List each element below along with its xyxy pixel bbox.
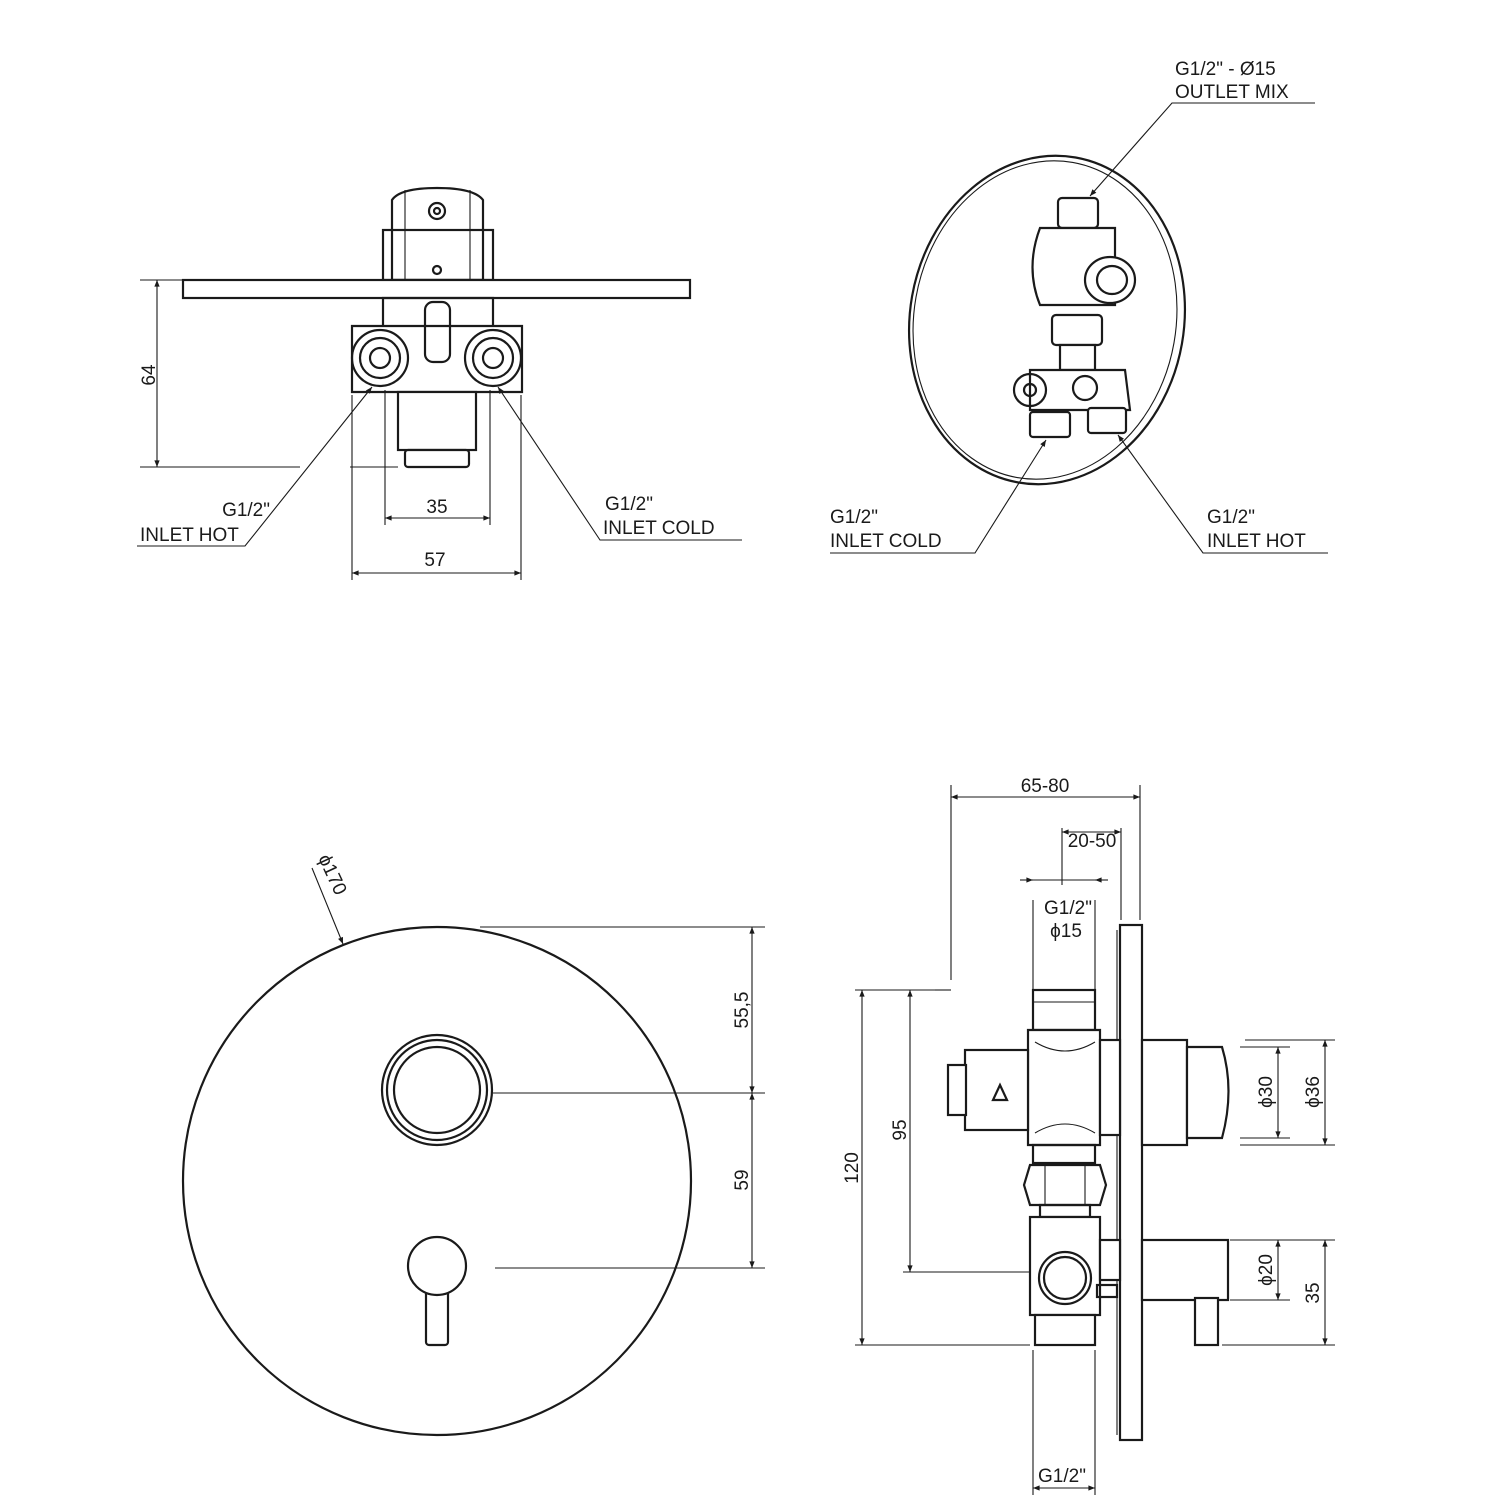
top-diameter-label: ϕ15	[1050, 921, 1082, 942]
dim-outlet-to-inlet-label: 95	[890, 1119, 911, 1140]
dimension-57: 57	[351, 395, 522, 580]
valve-body-rear	[1012, 196, 1137, 439]
diverter-lever	[406, 1235, 468, 1347]
inlet-cold-thread: G1/2"	[830, 507, 878, 528]
rear-plate	[907, 154, 1187, 486]
dim-inlet-spacing-label: 35	[426, 497, 447, 518]
rear-view: G1/2" - Ø15 OUTLET MIX G1/2" INLET COLD …	[830, 59, 1328, 554]
cover-plate	[181, 925, 693, 1437]
callout-inlet-cold: G1/2" INLET COLD	[497, 386, 742, 541]
dim-knob-outer-label: ϕ36	[1303, 1076, 1324, 1108]
outlet-mix-thread: G1/2" - Ø15	[1175, 59, 1276, 80]
dim-knob-to-lever-label: 59	[732, 1169, 753, 1190]
dim-diameter-label: ϕ170	[313, 851, 350, 898]
inlet-hot-label: INLET HOT	[1207, 531, 1306, 552]
dim-top-to-knob-label: 55,5	[732, 992, 753, 1029]
dimension-diameter-170: ϕ170	[311, 851, 350, 945]
dimension-35: 35	[384, 390, 491, 525]
front-view: ϕ170 55,5 59	[181, 851, 765, 1437]
dimension-55-5-59: 55,5 59	[480, 926, 765, 1269]
callout-inlet-hot-rear: G1/2" INLET HOT	[1117, 434, 1328, 554]
inlet-hot-thread: G1/2"	[1207, 507, 1255, 528]
cover-plate-edge	[181, 278, 692, 300]
inlet-hot-label: INLET HOT	[140, 525, 239, 546]
indicator-triangle-icon	[991, 1082, 1009, 1102]
knob-side	[1185, 1045, 1230, 1140]
dim-wall-depth-label: 65-80	[1021, 776, 1070, 797]
inlet-cold-label: INLET COLD	[603, 518, 715, 539]
side-dimensions: 65-80 20-50 G1/2" ϕ15 120 95 ϕ3	[842, 776, 1335, 1495]
inlet-cold-label: INLET COLD	[830, 531, 942, 552]
cover-plate-side	[1118, 923, 1144, 1442]
dimension-64: 64	[139, 279, 398, 468]
inlet-cold-thread: G1/2"	[605, 494, 653, 515]
valve-body-top	[181, 186, 692, 469]
dim-total-height-label: 120	[842, 1152, 863, 1184]
callout-outlet-mix: G1/2" - Ø15 OUTLET MIX	[1089, 59, 1315, 197]
side-view: 65-80 20-50 G1/2" ϕ15 120 95 ϕ3	[842, 776, 1335, 1495]
thermostat-knob	[380, 1033, 494, 1147]
dim-plaster-range-label: 20-50	[1068, 831, 1117, 852]
dim-knob-inner-label: ϕ30	[1256, 1076, 1277, 1108]
dim-lever-height-label: 35	[1303, 1282, 1324, 1303]
hex-nut	[1022, 1163, 1108, 1207]
top-thread-label: G1/2"	[1044, 898, 1092, 919]
valve-body-side	[946, 923, 1230, 1442]
callout-inlet-hot: G1/2" INLET HOT	[137, 386, 373, 547]
outlet-mix-label: OUTLET MIX	[1175, 82, 1289, 103]
callout-inlet-cold-rear: G1/2" INLET COLD	[830, 439, 1047, 554]
dim-body-width-label: 57	[424, 550, 445, 571]
top-view: 64 35 57 G1/2" INLET HOT G1/2" INLET COL…	[137, 186, 742, 580]
lever-side	[1140, 1238, 1230, 1302]
dim-lever-diameter-label: ϕ20	[1256, 1254, 1277, 1286]
bottom-thread-label: G1/2"	[1038, 1466, 1086, 1487]
dim-depth-label: 64	[139, 364, 160, 386]
inlet-hot-thread: G1/2"	[222, 500, 270, 521]
